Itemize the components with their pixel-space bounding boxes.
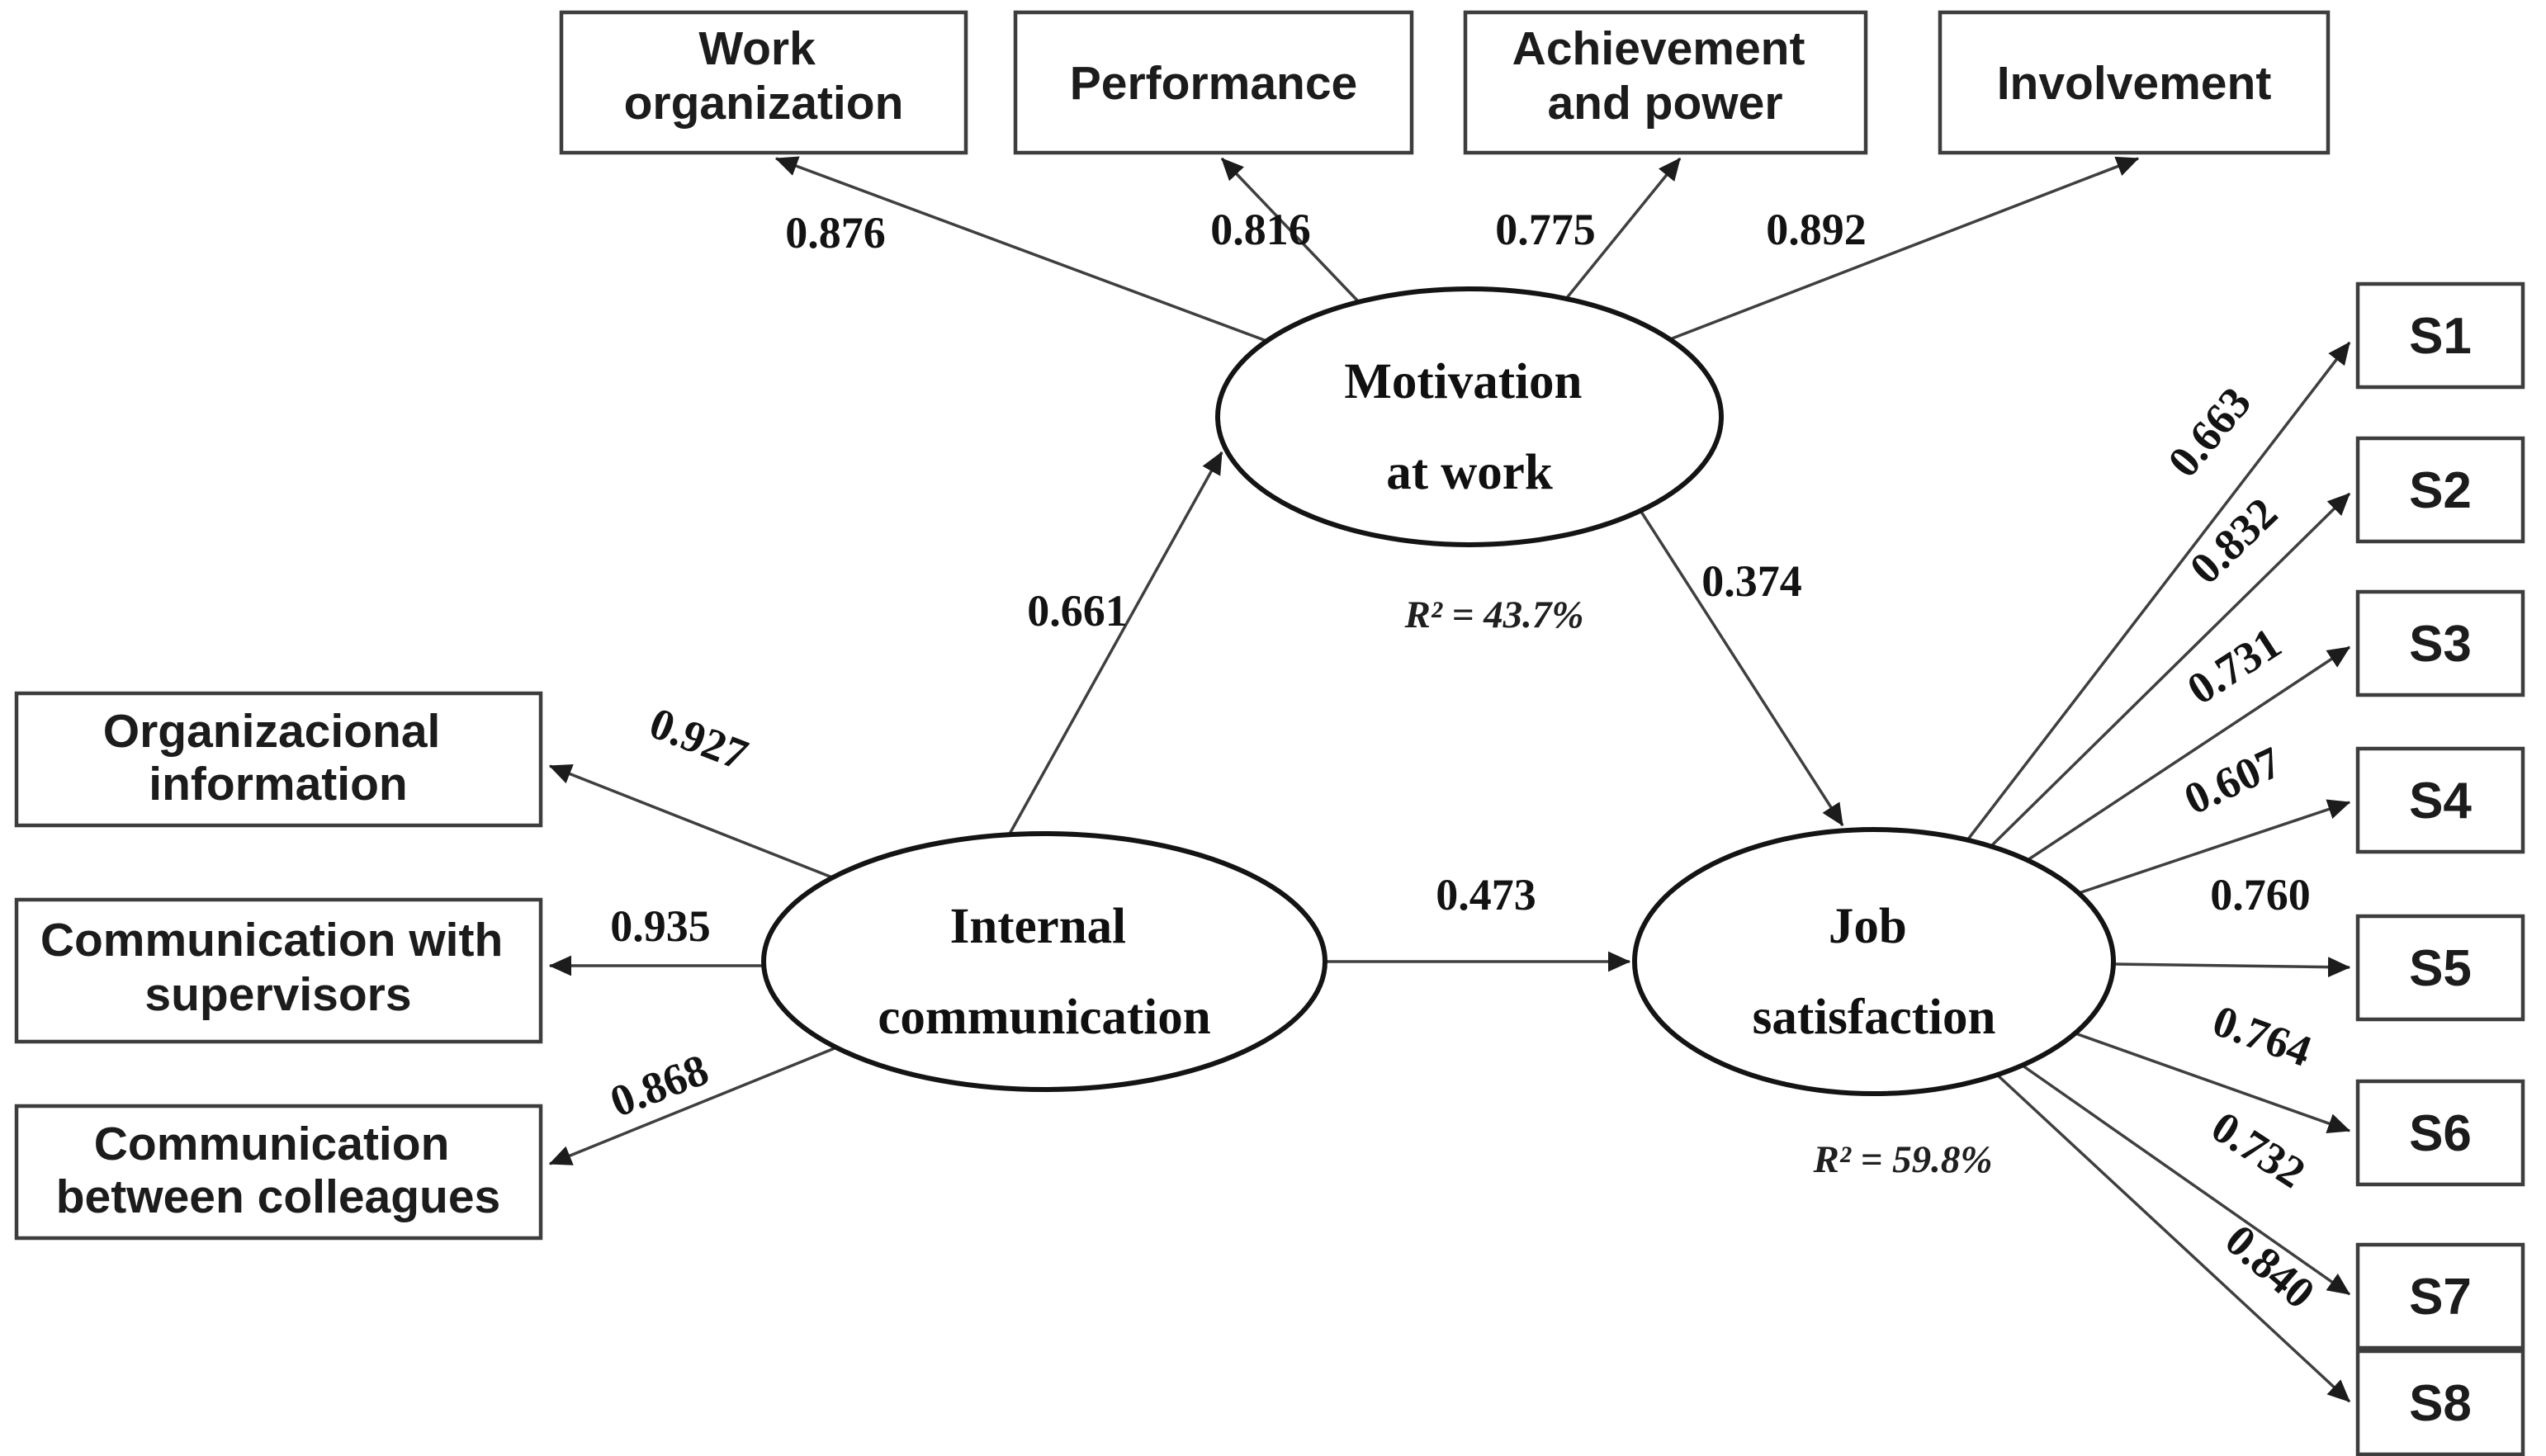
indicator-box-s5: S5 bbox=[2355, 914, 2525, 1022]
motivation-at-work-ellipse bbox=[1215, 286, 1724, 547]
loading-organizacional-information: 0.927 bbox=[643, 697, 755, 780]
job-satisfaction-label: Job satisfaction bbox=[1753, 899, 1996, 1045]
s5-label: S5 bbox=[2409, 940, 2472, 997]
s1-box bbox=[2355, 281, 2525, 390]
internal-communication-ellipse bbox=[761, 831, 1327, 1092]
path-coefficient-internal-to-motivation: 0.661 bbox=[1027, 586, 1128, 636]
arrow-motivation-to-work-organization bbox=[774, 156, 1267, 343]
path-coefficient-internal-to-job: 0.473 bbox=[1436, 870, 1536, 919]
arrow-internal-to-motivation bbox=[1007, 451, 1223, 836]
indicator-box-work-organization: Work organization bbox=[559, 10, 968, 155]
involvement-box bbox=[1938, 10, 2331, 155]
achievement-and-power-label: Achievement and power bbox=[1512, 22, 1819, 130]
indicator-box-s2: S2 bbox=[2355, 436, 2525, 544]
performance-box bbox=[1013, 10, 1414, 155]
arrow-motivation-to-achievement-and-power bbox=[1564, 157, 1682, 300]
indicator-box-s4: S4 bbox=[2355, 746, 2525, 854]
latent-internal-communication: Internal communication bbox=[761, 831, 1327, 1092]
arrow-motivation-to-performance bbox=[1220, 157, 1361, 304]
work-organization-label: Work organization bbox=[624, 22, 904, 130]
indicator-box-s1: S1 bbox=[2355, 281, 2525, 390]
motivation-at-work-label: Motivation at work bbox=[1344, 354, 1594, 500]
s4-label: S4 bbox=[2409, 773, 2472, 830]
arrow-job-to-s2 bbox=[1990, 492, 2351, 848]
s1-label: S1 bbox=[2409, 308, 2472, 365]
work-organization-box bbox=[559, 10, 968, 155]
arrow-job-to-s5 bbox=[2113, 957, 2351, 978]
loading-s1: 0.663 bbox=[2158, 378, 2260, 487]
s7-label: S7 bbox=[2409, 1269, 2472, 1326]
arrow-motivation-to-job bbox=[1640, 511, 1844, 827]
loading-involvement: 0.892 bbox=[1766, 205, 1867, 254]
arrow-motivation-to-involvement bbox=[1669, 156, 2140, 341]
s3-box bbox=[2355, 589, 2525, 697]
indicator-box-organizacional-information: Organizacional information bbox=[14, 691, 543, 828]
loading-achievement-and-power: 0.775 bbox=[1495, 205, 1596, 254]
s8-label: S8 bbox=[2409, 1375, 2472, 1432]
edge-layer bbox=[548, 156, 2351, 1403]
s6-label: S6 bbox=[2409, 1105, 2472, 1162]
indicator-box-s6: S6 bbox=[2355, 1079, 2525, 1187]
arrow-job-to-s6 bbox=[2075, 1032, 2351, 1133]
internal-communication-label: Internal communication bbox=[878, 899, 1210, 1045]
indicator-box-s8: S8 bbox=[2355, 1349, 2525, 1456]
s3-label: S3 bbox=[2409, 616, 2472, 673]
s2-box bbox=[2355, 436, 2525, 544]
path-coefficient-motivation-to-job: 0.374 bbox=[1701, 556, 1802, 606]
communication-with-supervisors-label: Communication with supervisors bbox=[40, 914, 516, 1021]
job-r-squared: R² = 59.8% bbox=[1812, 1138, 1992, 1181]
indicator-box-communication-between-colleagues: Communication between colleagues bbox=[14, 1104, 543, 1241]
indicator-box-performance: Performance bbox=[1013, 10, 1414, 155]
loading-s7: 0.732 bbox=[2203, 1102, 2315, 1198]
organizacional-information-box bbox=[14, 691, 543, 828]
indicator-box-communication-with-supervisors: Communication with supervisors bbox=[14, 897, 543, 1044]
indicator-box-achievement-and-power: Achievement and power bbox=[1463, 10, 1868, 155]
s7-box bbox=[2355, 1242, 2525, 1350]
loading-s6: 0.764 bbox=[2207, 995, 2318, 1076]
arrow-job-to-s7 bbox=[2021, 1064, 2351, 1296]
indicator-box-s3: S3 bbox=[2355, 589, 2525, 697]
s8-box bbox=[2355, 1349, 2525, 1456]
arrow-job-to-s8 bbox=[1995, 1073, 2351, 1403]
performance-label: Performance bbox=[1070, 57, 1358, 110]
latent-job-satisfaction: Job satisfaction R² = 59.8% bbox=[1632, 827, 2116, 1181]
loading-communication-with-supervisors: 0.935 bbox=[610, 901, 711, 951]
loading-s3: 0.731 bbox=[2179, 618, 2290, 714]
indicator-box-involvement: Involvement bbox=[1938, 10, 2331, 155]
arrow-job-to-s4 bbox=[2078, 799, 2351, 895]
communication-with-supervisors-box bbox=[14, 897, 543, 1044]
achievement-and-power-box bbox=[1463, 10, 1868, 155]
communication-between-colleagues-box bbox=[14, 1104, 543, 1241]
arrow-internal-to-organizacional-information bbox=[548, 764, 833, 879]
motivation-r-squared: R² = 43.7% bbox=[1403, 593, 1583, 636]
s5-box bbox=[2355, 914, 2525, 1022]
s6-box bbox=[2355, 1079, 2525, 1187]
latent-motivation-at-work: Motivation at work R² = 43.7% bbox=[1215, 286, 1724, 636]
loading-s5: 0.760 bbox=[2210, 870, 2311, 919]
loading-communication-between-colleagues: 0.868 bbox=[603, 1044, 715, 1127]
loading-s8: 0.840 bbox=[2216, 1215, 2324, 1318]
arrow-job-to-s1 bbox=[1966, 341, 2351, 842]
communication-between-colleagues-label: Communication between colleagues bbox=[56, 1118, 501, 1223]
s2-label: S2 bbox=[2409, 462, 2472, 519]
loading-performance: 0.816 bbox=[1210, 205, 1311, 254]
arrow-internal-to-communication-between-colleagues bbox=[548, 1047, 835, 1165]
involvement-label: Involvement bbox=[1997, 57, 2272, 110]
loading-work-organization: 0.876 bbox=[785, 208, 886, 258]
organizacional-information-label: Organizacional information bbox=[103, 705, 453, 811]
arrow-job-to-s3 bbox=[2027, 645, 2351, 862]
s4-box bbox=[2355, 746, 2525, 854]
indicator-box-s7: S7 bbox=[2355, 1242, 2525, 1350]
job-satisfaction-ellipse bbox=[1632, 827, 2116, 1096]
